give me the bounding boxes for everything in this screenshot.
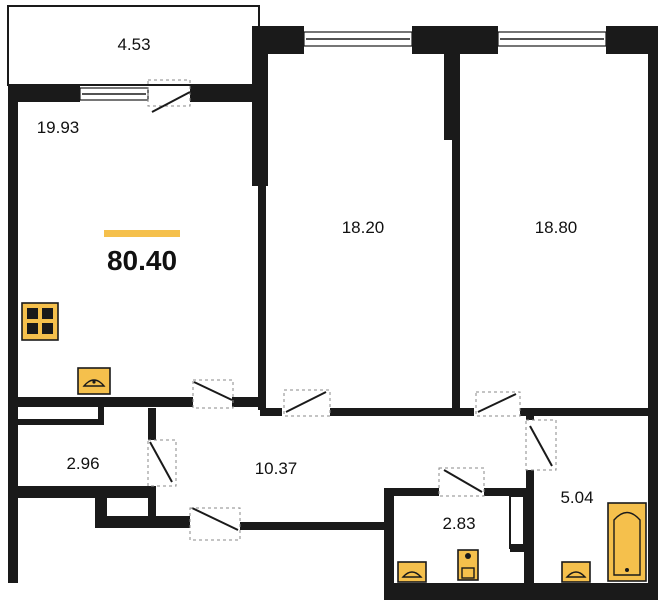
total-area: 80.40 xyxy=(107,245,177,276)
room-area-hallway: 10.37 xyxy=(255,459,298,478)
window-icon xyxy=(79,31,607,101)
room-area-storage: 2.96 xyxy=(66,454,99,473)
room-area-balcony: 4.53 xyxy=(117,35,150,54)
sink-icon xyxy=(77,367,111,395)
room-area-bedroom-1: 18.20 xyxy=(342,218,385,237)
bathtub-icon xyxy=(607,502,647,582)
door-icon xyxy=(147,79,557,541)
walls xyxy=(8,26,658,600)
room-area-toilet: 2.83 xyxy=(442,514,475,533)
total-area-accent xyxy=(104,230,180,237)
sink-icon xyxy=(397,561,427,583)
stove-icon xyxy=(21,302,59,341)
sink-icon xyxy=(561,561,591,583)
toilet-icon xyxy=(457,549,479,581)
room-area-kitchen-living: 19.93 xyxy=(37,118,80,137)
room-area-bathroom: 5.04 xyxy=(560,488,593,507)
room-area-bedroom-2: 18.80 xyxy=(535,218,578,237)
